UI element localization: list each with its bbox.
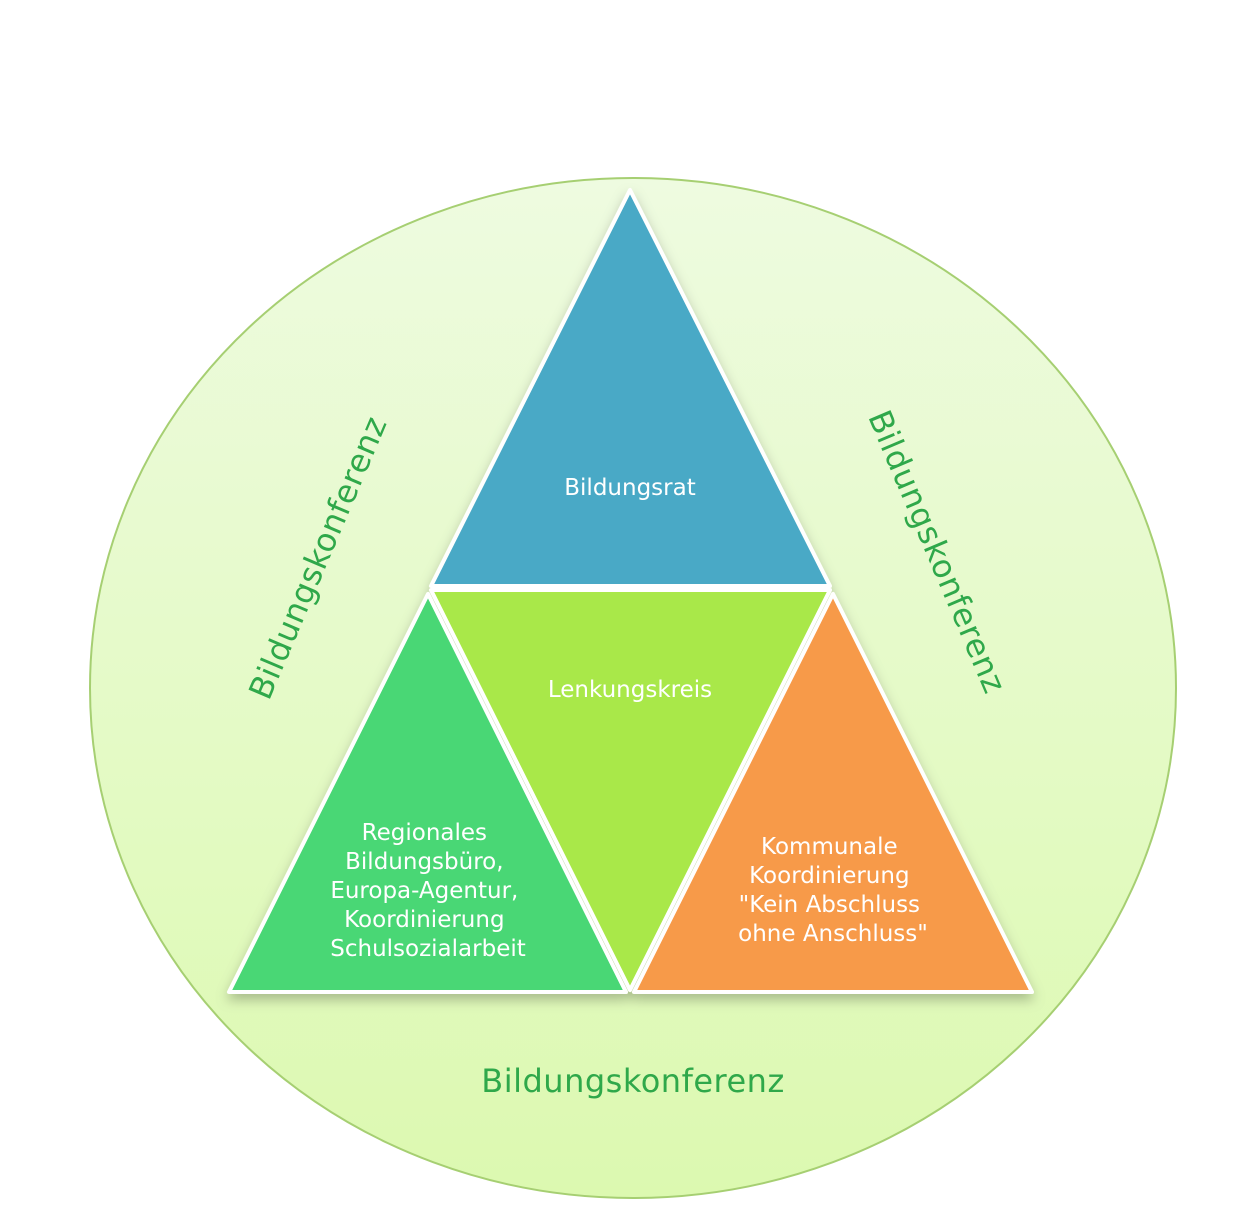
bildungsrat-triangle <box>429 188 832 588</box>
regionales-bildungsbuero-triangle <box>227 592 628 994</box>
kommunale-koordinierung-label: Kommunale Koordinierung "Kein Abschluss … <box>738 834 928 947</box>
bildungskonferenz-label-bottom: Bildungskonferenz <box>481 1062 785 1100</box>
lenkungskreis-label: Lenkungskreis <box>548 677 712 703</box>
right-triangle-line: Koordinierung <box>749 863 909 889</box>
kommunale-koordinierung-triangle <box>632 592 1034 994</box>
left-triangle-line: Europa-Agentur, <box>330 878 518 904</box>
lenkungskreis-triangle <box>429 588 832 992</box>
left-triangle-line: Bildungsbüro, <box>345 849 503 875</box>
right-triangle-line: Kommunale <box>761 834 898 860</box>
right-triangle-line: ohne Anschluss" <box>738 921 928 947</box>
right-triangle-line: "Kein Abschluss <box>739 892 920 918</box>
bildungsrat-label: Bildungsrat <box>564 475 695 501</box>
regionales-bildungsbuero-label: Regionales Bildungsbüro, Europa-Agentur,… <box>330 820 526 962</box>
left-triangle-line: Schulsozialarbeit <box>330 936 526 962</box>
left-triangle-line: Koordinierung <box>344 907 504 933</box>
left-triangle-line: Regionales <box>362 820 487 846</box>
